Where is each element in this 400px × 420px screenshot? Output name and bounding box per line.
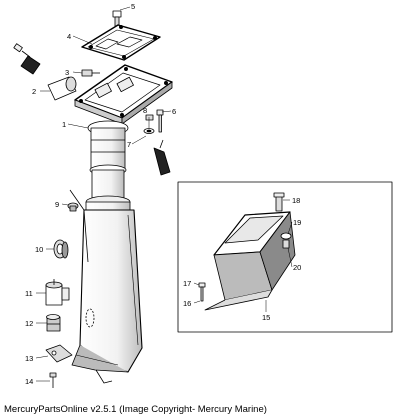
callout-labels: 1 2 3 4 5 6 7 8 9 10 11 12 13 14 15 16 1… bbox=[25, 2, 301, 386]
callout-13: 13 bbox=[25, 354, 33, 363]
bushing bbox=[46, 314, 61, 332]
callout-5: 5 bbox=[131, 2, 135, 11]
callout-12: 12 bbox=[25, 319, 33, 328]
callout-10: 10 bbox=[35, 245, 43, 254]
callout-11: 11 bbox=[25, 289, 33, 298]
callout-20: 20 bbox=[293, 263, 301, 272]
plug-screw bbox=[67, 202, 79, 212]
housing-neck bbox=[85, 120, 131, 217]
adapter-plate bbox=[74, 64, 173, 125]
coupler bbox=[45, 279, 70, 306]
callout-17: 17 bbox=[183, 279, 191, 288]
callout-9: 9 bbox=[55, 200, 59, 209]
callout-1: 1 bbox=[62, 120, 66, 129]
upper-left-bolt bbox=[13, 43, 41, 75]
callout-15: 15 bbox=[262, 313, 270, 322]
leader-lines bbox=[35, 6, 293, 382]
callout-6: 6 bbox=[172, 107, 176, 116]
grommet bbox=[47, 76, 77, 101]
cover-gasket bbox=[81, 24, 161, 61]
inset-housing bbox=[204, 211, 296, 311]
callout-16: 16 bbox=[183, 299, 191, 308]
image-caption: MercuryPartsOnline v2.5.1 (Image Copyrig… bbox=[4, 404, 267, 415]
sensor-plug bbox=[153, 139, 171, 176]
callout-4: 4 bbox=[67, 32, 71, 41]
callout-8: 8 bbox=[143, 106, 147, 115]
bolt-washer-group bbox=[143, 109, 164, 134]
callout-19: 19 bbox=[293, 218, 301, 227]
inset-hardware bbox=[198, 192, 292, 302]
callout-2: 2 bbox=[32, 87, 36, 96]
seal bbox=[53, 239, 69, 259]
pin bbox=[81, 69, 100, 77]
callout-14: 14 bbox=[25, 377, 33, 386]
driveshaft-housing bbox=[69, 189, 143, 384]
bottom-bolt bbox=[49, 372, 57, 388]
inset-box bbox=[177, 181, 393, 333]
bracket bbox=[45, 344, 73, 363]
callout-18: 18 bbox=[292, 196, 300, 205]
top-screw bbox=[112, 10, 122, 27]
callout-3: 3 bbox=[65, 68, 69, 77]
callout-7: 7 bbox=[127, 140, 131, 149]
